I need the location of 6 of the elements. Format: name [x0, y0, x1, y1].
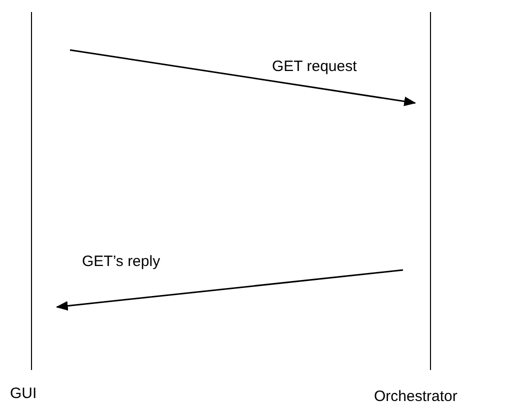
participant-label: GUI [10, 385, 37, 402]
message-arrow [70, 49, 416, 106]
edge-label: GET’s reply [82, 253, 160, 270]
message-arrow [56, 269, 404, 311]
participant-label: Orchestrator [374, 388, 458, 405]
edge-label: GET request [272, 58, 357, 75]
